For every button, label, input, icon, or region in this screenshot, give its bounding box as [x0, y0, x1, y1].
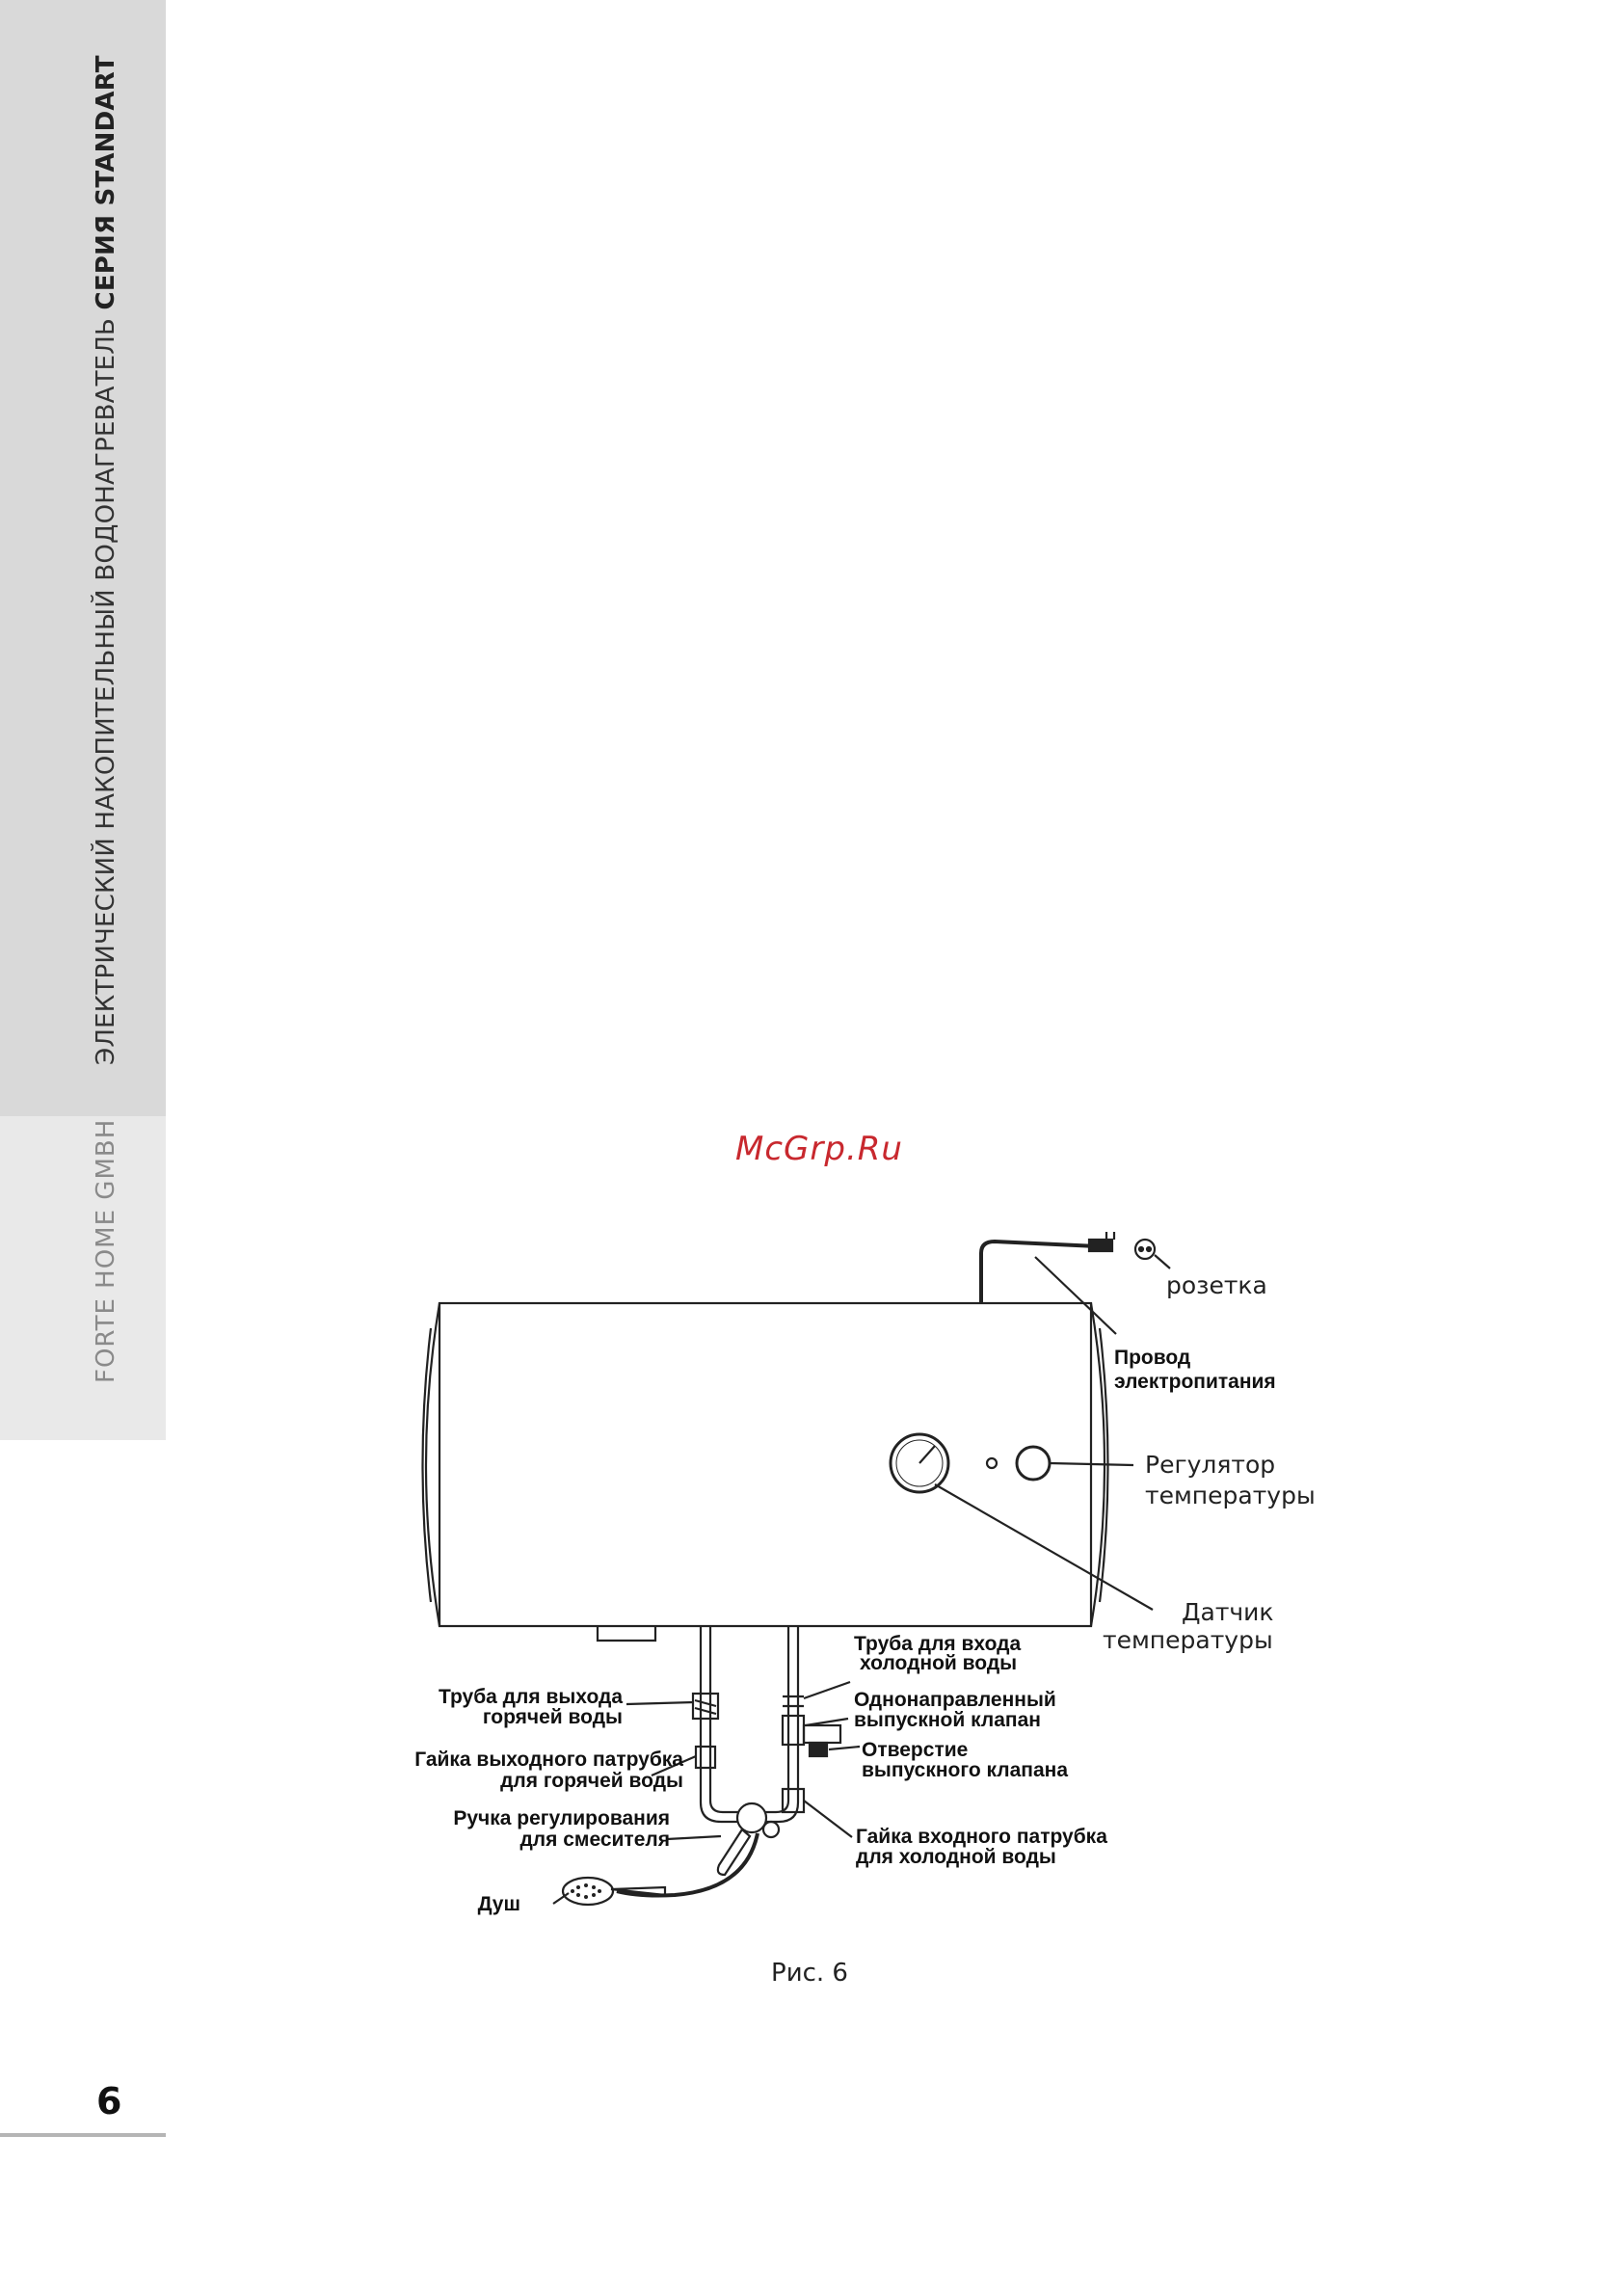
power-cable [979, 1239, 1098, 1303]
page-number: 6 [96, 2080, 122, 2122]
label-socket: розетка [1166, 1271, 1267, 1299]
mixer [735, 1802, 768, 1834]
label-cold-inlet-pipe-1: Труба для входа [854, 1633, 1021, 1655]
temperature-gauge [889, 1432, 950, 1494]
label-temp-sensor-2: температуры [1103, 1626, 1273, 1654]
hot-water-pipe [699, 1626, 740, 1824]
label-hot-outlet-pipe-2: горячей воды [483, 1706, 623, 1728]
watermark: McGrp.Ru [735, 1130, 903, 1168]
label-temp-sensor-1: Датчик [1182, 1598, 1274, 1626]
label-valve-hole-1: Отверстие [862, 1739, 968, 1761]
tank-body [438, 1301, 1093, 1628]
figure-caption: Рис. 6 [771, 1959, 848, 1988]
label-power-cable-2: электропитания [1114, 1371, 1276, 1393]
label-temp-regulator-2: температуры [1145, 1482, 1316, 1509]
indicator-light [985, 1456, 998, 1470]
temperature-knob [1015, 1445, 1052, 1482]
label-hot-nut-1: Гайка выходного патрубка [414, 1749, 683, 1771]
label-cold-nut-1: Гайка входного патрубка [856, 1826, 1107, 1848]
label-power-cable-1: Провод [1114, 1347, 1190, 1369]
label-hot-nut-2: для горячей воды [500, 1770, 683, 1792]
label-check-valve-2: выпускной клапан [854, 1709, 1041, 1731]
label-mixer-handle-1: Ручка регулирования [453, 1807, 670, 1829]
label-cold-nut-2: для холодной воды [856, 1846, 1056, 1868]
shower-hose [616, 1832, 759, 1898]
label-valve-hole-2: выпускного клапана [862, 1759, 1068, 1781]
sidebar-light-panel [0, 1116, 166, 1440]
cold-water-pipe [761, 1626, 790, 1814]
label-check-valve-1: Однонаправленный [854, 1689, 1056, 1711]
label-temp-regulator-1: Регулятор [1145, 1451, 1275, 1479]
label-hot-outlet-pipe-1: Труба для выхода [439, 1686, 623, 1708]
shower-head [561, 1876, 615, 1907]
page-number-rule [0, 2133, 166, 2137]
socket [1133, 1238, 1157, 1261]
label-cold-inlet-pipe-2: холодной воды [860, 1652, 1017, 1674]
label-shower: Душ [478, 1893, 520, 1915]
tank-left-end [424, 1302, 441, 1627]
label-mixer-handle-2: для смесителя [519, 1829, 670, 1851]
sidebar-dark-panel [0, 0, 166, 1116]
mixer-handle [716, 1828, 752, 1877]
check-valve [781, 1714, 806, 1747]
